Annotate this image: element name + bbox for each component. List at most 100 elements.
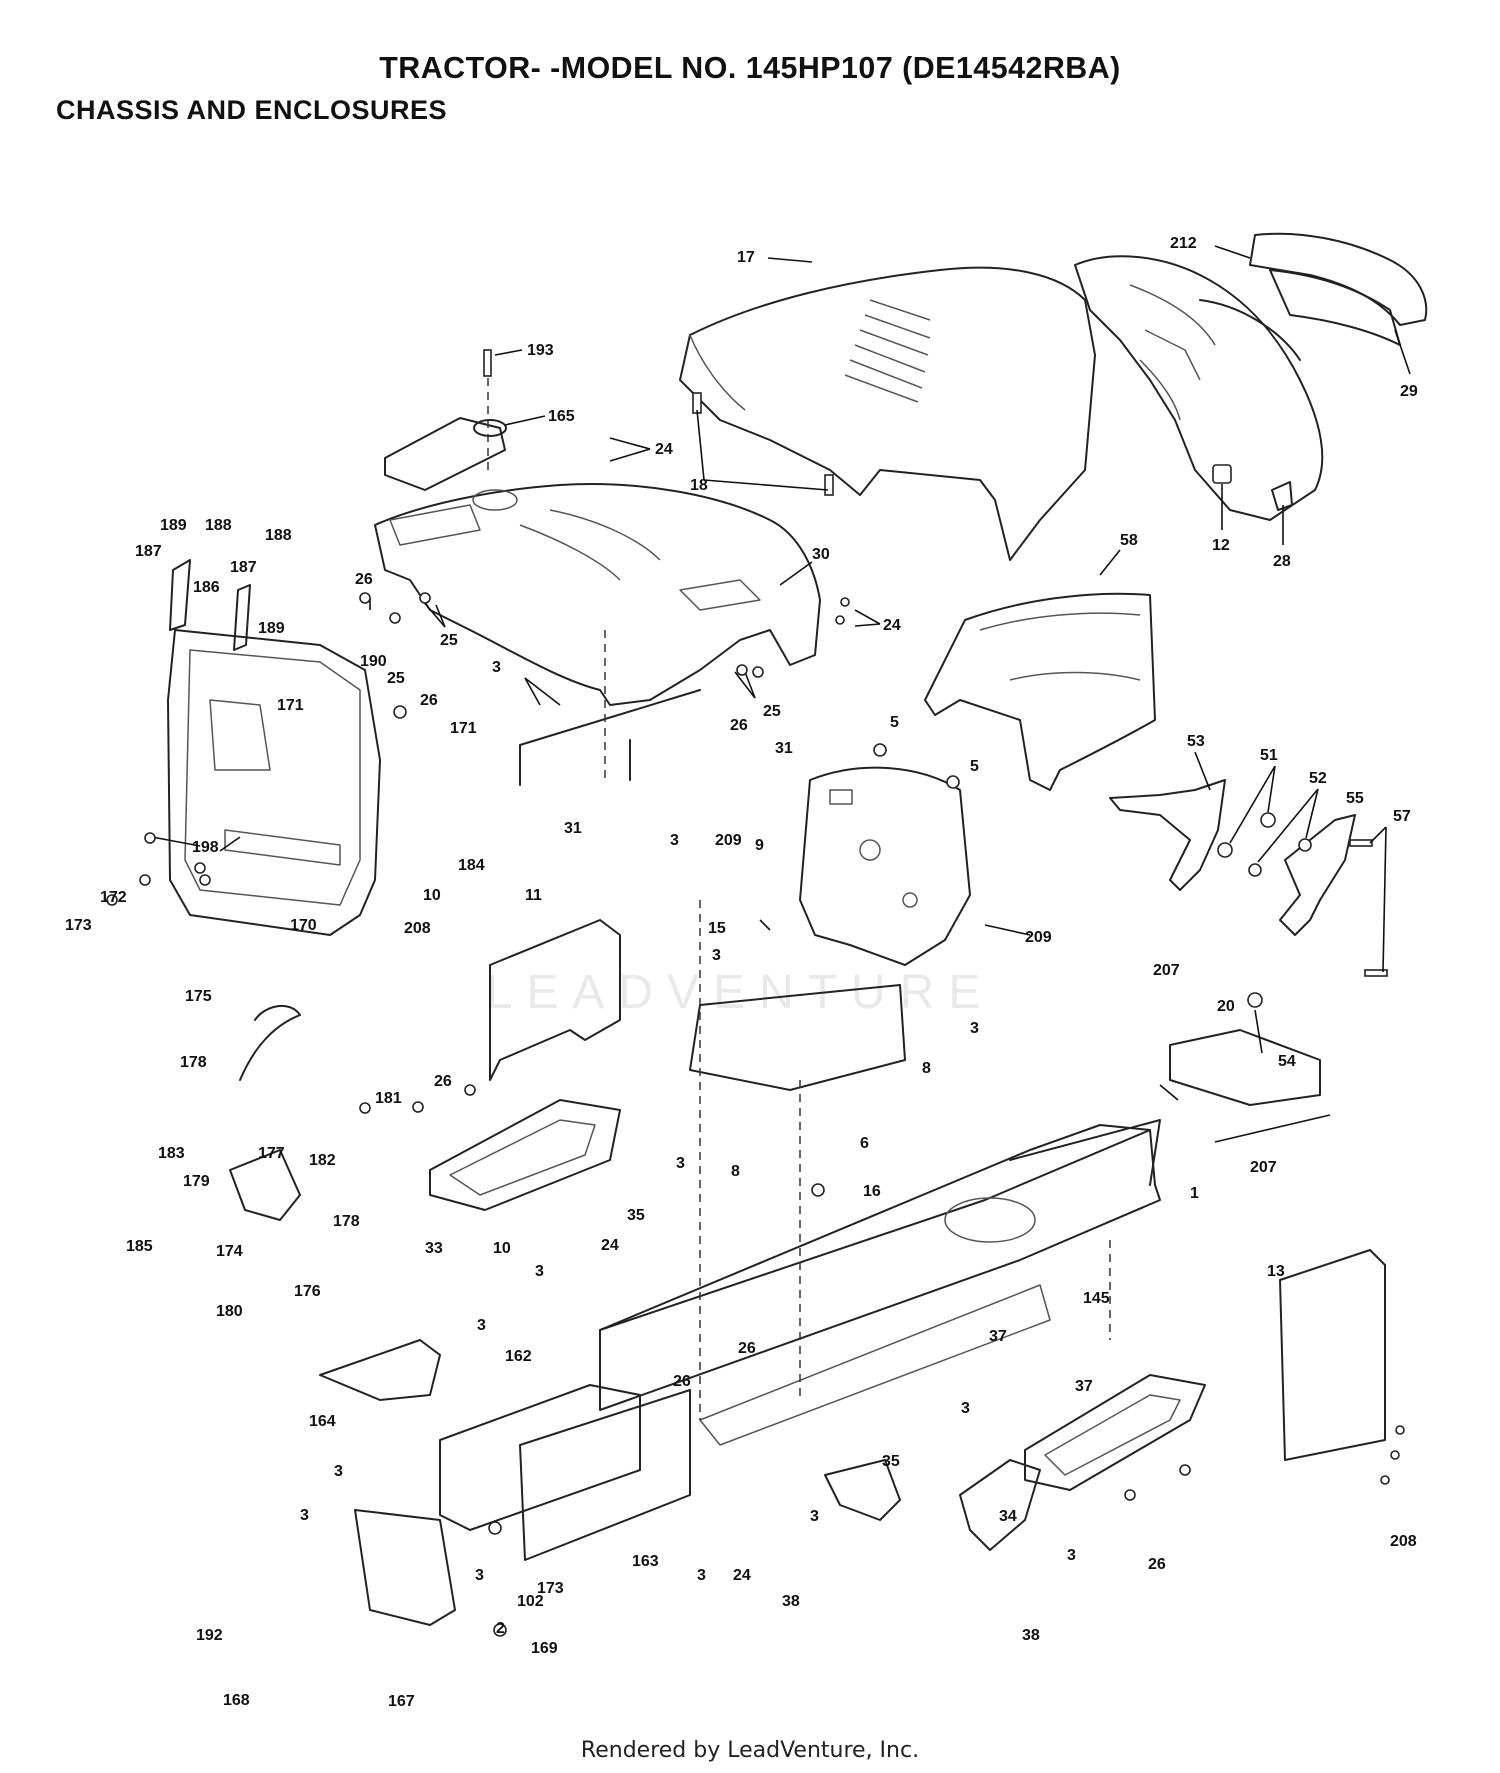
callout-165: 165 bbox=[548, 408, 575, 425]
callout-184: 184 bbox=[458, 857, 485, 874]
callout-31a: 31 bbox=[775, 740, 793, 757]
callout-168: 168 bbox=[223, 1692, 250, 1709]
callout-31b: 31 bbox=[564, 820, 582, 837]
callout-15: 15 bbox=[708, 920, 726, 937]
callout-13: 13 bbox=[1267, 1263, 1285, 1280]
callout-188a: 188 bbox=[205, 517, 232, 534]
footer-credit: Rendered by LeadVenture, Inc. bbox=[580, 1738, 920, 1763]
bracket-13-part[interactable] bbox=[1279, 1249, 1386, 1461]
callout-6: 6 bbox=[860, 1135, 869, 1152]
callout-171a: 171 bbox=[277, 697, 304, 714]
callout-178a: 178 bbox=[180, 1054, 207, 1071]
callout-28: 28 bbox=[1273, 553, 1291, 570]
callout-3n: 3 bbox=[697, 1567, 706, 1584]
callout-26b: 26 bbox=[420, 692, 438, 709]
callout-3c: 3 bbox=[712, 947, 721, 964]
callout-25c: 25 bbox=[763, 703, 781, 720]
callout-10b: 10 bbox=[493, 1240, 511, 1257]
bracket-38a-part[interactable] bbox=[824, 1459, 901, 1521]
front-cover-part[interactable] bbox=[167, 629, 381, 936]
washer-52a[interactable] bbox=[1298, 838, 1312, 852]
callout-163: 163 bbox=[632, 1553, 659, 1570]
callout-2: 2 bbox=[496, 1620, 505, 1637]
bracket-38b-part[interactable] bbox=[959, 1459, 1041, 1551]
washer-52b[interactable] bbox=[1248, 863, 1262, 877]
side-panel-162-part[interactable] bbox=[439, 1384, 641, 1531]
callout-55: 55 bbox=[1346, 790, 1364, 807]
bumper-part[interactable] bbox=[1212, 464, 1232, 484]
bolt-57a[interactable] bbox=[1349, 839, 1373, 847]
hood-clip-right[interactable] bbox=[824, 474, 834, 496]
callout-12: 12 bbox=[1212, 537, 1230, 554]
bracket-174-part[interactable] bbox=[229, 1149, 301, 1221]
footrest-left-part[interactable] bbox=[429, 1099, 621, 1211]
plate-164-part[interactable] bbox=[319, 1339, 441, 1401]
nut-51b[interactable] bbox=[1217, 842, 1233, 858]
callout-167: 167 bbox=[388, 1693, 415, 1710]
callout-10a: 10 bbox=[423, 887, 441, 904]
link-189[interactable] bbox=[233, 584, 251, 651]
callout-52: 52 bbox=[1309, 770, 1327, 787]
callout-175: 175 bbox=[185, 988, 212, 1005]
callout-35b: 35 bbox=[882, 1453, 900, 1470]
callout-182: 182 bbox=[309, 1152, 336, 1169]
grille-clip-part[interactable] bbox=[1271, 481, 1293, 511]
callout-209a: 209 bbox=[715, 832, 742, 849]
callout-178b: 178 bbox=[333, 1213, 360, 1230]
callout-35a: 35 bbox=[627, 1207, 645, 1224]
dash-bracket-31-part[interactable] bbox=[519, 689, 701, 786]
dash-plate-part[interactable] bbox=[799, 766, 971, 966]
callout-172: 172 bbox=[100, 889, 127, 906]
cable-175-part[interactable] bbox=[239, 1005, 301, 1081]
link-186[interactable] bbox=[169, 559, 191, 631]
bolt-54[interactable] bbox=[1247, 992, 1263, 1008]
support-bracket-right-part[interactable] bbox=[1279, 814, 1356, 936]
callout-209b: 209 bbox=[1025, 929, 1052, 946]
plate-167-part[interactable] bbox=[354, 1509, 456, 1626]
callout-189a: 189 bbox=[160, 517, 187, 534]
main-frame-part[interactable] bbox=[599, 1119, 1161, 1446]
nut-5b[interactable] bbox=[946, 775, 960, 789]
callout-174: 174 bbox=[216, 1243, 243, 1260]
callout-183: 183 bbox=[158, 1145, 185, 1162]
callout-192: 192 bbox=[196, 1627, 223, 1644]
support-bracket-left-part[interactable] bbox=[1109, 779, 1226, 891]
nut-51a[interactable] bbox=[1260, 812, 1276, 828]
callout-207a: 207 bbox=[1153, 962, 1180, 979]
grille-part[interactable] bbox=[1074, 255, 1324, 521]
callout-3f: 3 bbox=[535, 1263, 544, 1280]
callout-3h: 3 bbox=[961, 1400, 970, 1417]
callout-164: 164 bbox=[309, 1413, 336, 1430]
lens-part[interactable] bbox=[1249, 232, 1428, 346]
callout-3a: 3 bbox=[492, 659, 501, 676]
steering-cup-part[interactable] bbox=[384, 417, 507, 491]
callout-188b: 188 bbox=[265, 527, 292, 544]
bracket-11-part[interactable] bbox=[489, 919, 621, 1081]
callout-3g: 3 bbox=[477, 1317, 486, 1334]
plate-6-part[interactable] bbox=[689, 984, 906, 1091]
dash-panel-part[interactable] bbox=[374, 483, 821, 706]
callout-18: 18 bbox=[690, 477, 708, 494]
footrest-right-part[interactable] bbox=[1024, 1374, 1206, 1491]
callout-212: 212 bbox=[1170, 235, 1197, 252]
callout-170: 170 bbox=[290, 917, 317, 934]
callout-193: 193 bbox=[527, 342, 554, 359]
callout-207b: 207 bbox=[1250, 1159, 1277, 1176]
callout-1: 1 bbox=[1190, 1185, 1199, 1202]
bolt-57b[interactable] bbox=[1364, 969, 1388, 977]
callout-54: 54 bbox=[1278, 1053, 1296, 1070]
steering-bolt-part[interactable] bbox=[483, 349, 492, 377]
side-panel-163-part[interactable] bbox=[519, 1389, 691, 1561]
nut-5a[interactable] bbox=[873, 743, 887, 757]
callout-102: 102 bbox=[517, 1593, 544, 1610]
callout-20: 20 bbox=[1217, 998, 1235, 1015]
callout-198: 198 bbox=[192, 839, 219, 856]
callout-33: 33 bbox=[425, 1240, 443, 1257]
callout-171b: 171 bbox=[450, 720, 477, 737]
bracket-20-part[interactable] bbox=[1169, 1029, 1321, 1106]
callout-180: 180 bbox=[216, 1303, 243, 1320]
callout-24d: 24 bbox=[733, 1567, 751, 1584]
callout-169: 169 bbox=[531, 1640, 558, 1657]
hood-part[interactable] bbox=[679, 266, 1096, 561]
fuel-tank-part[interactable] bbox=[924, 592, 1156, 791]
